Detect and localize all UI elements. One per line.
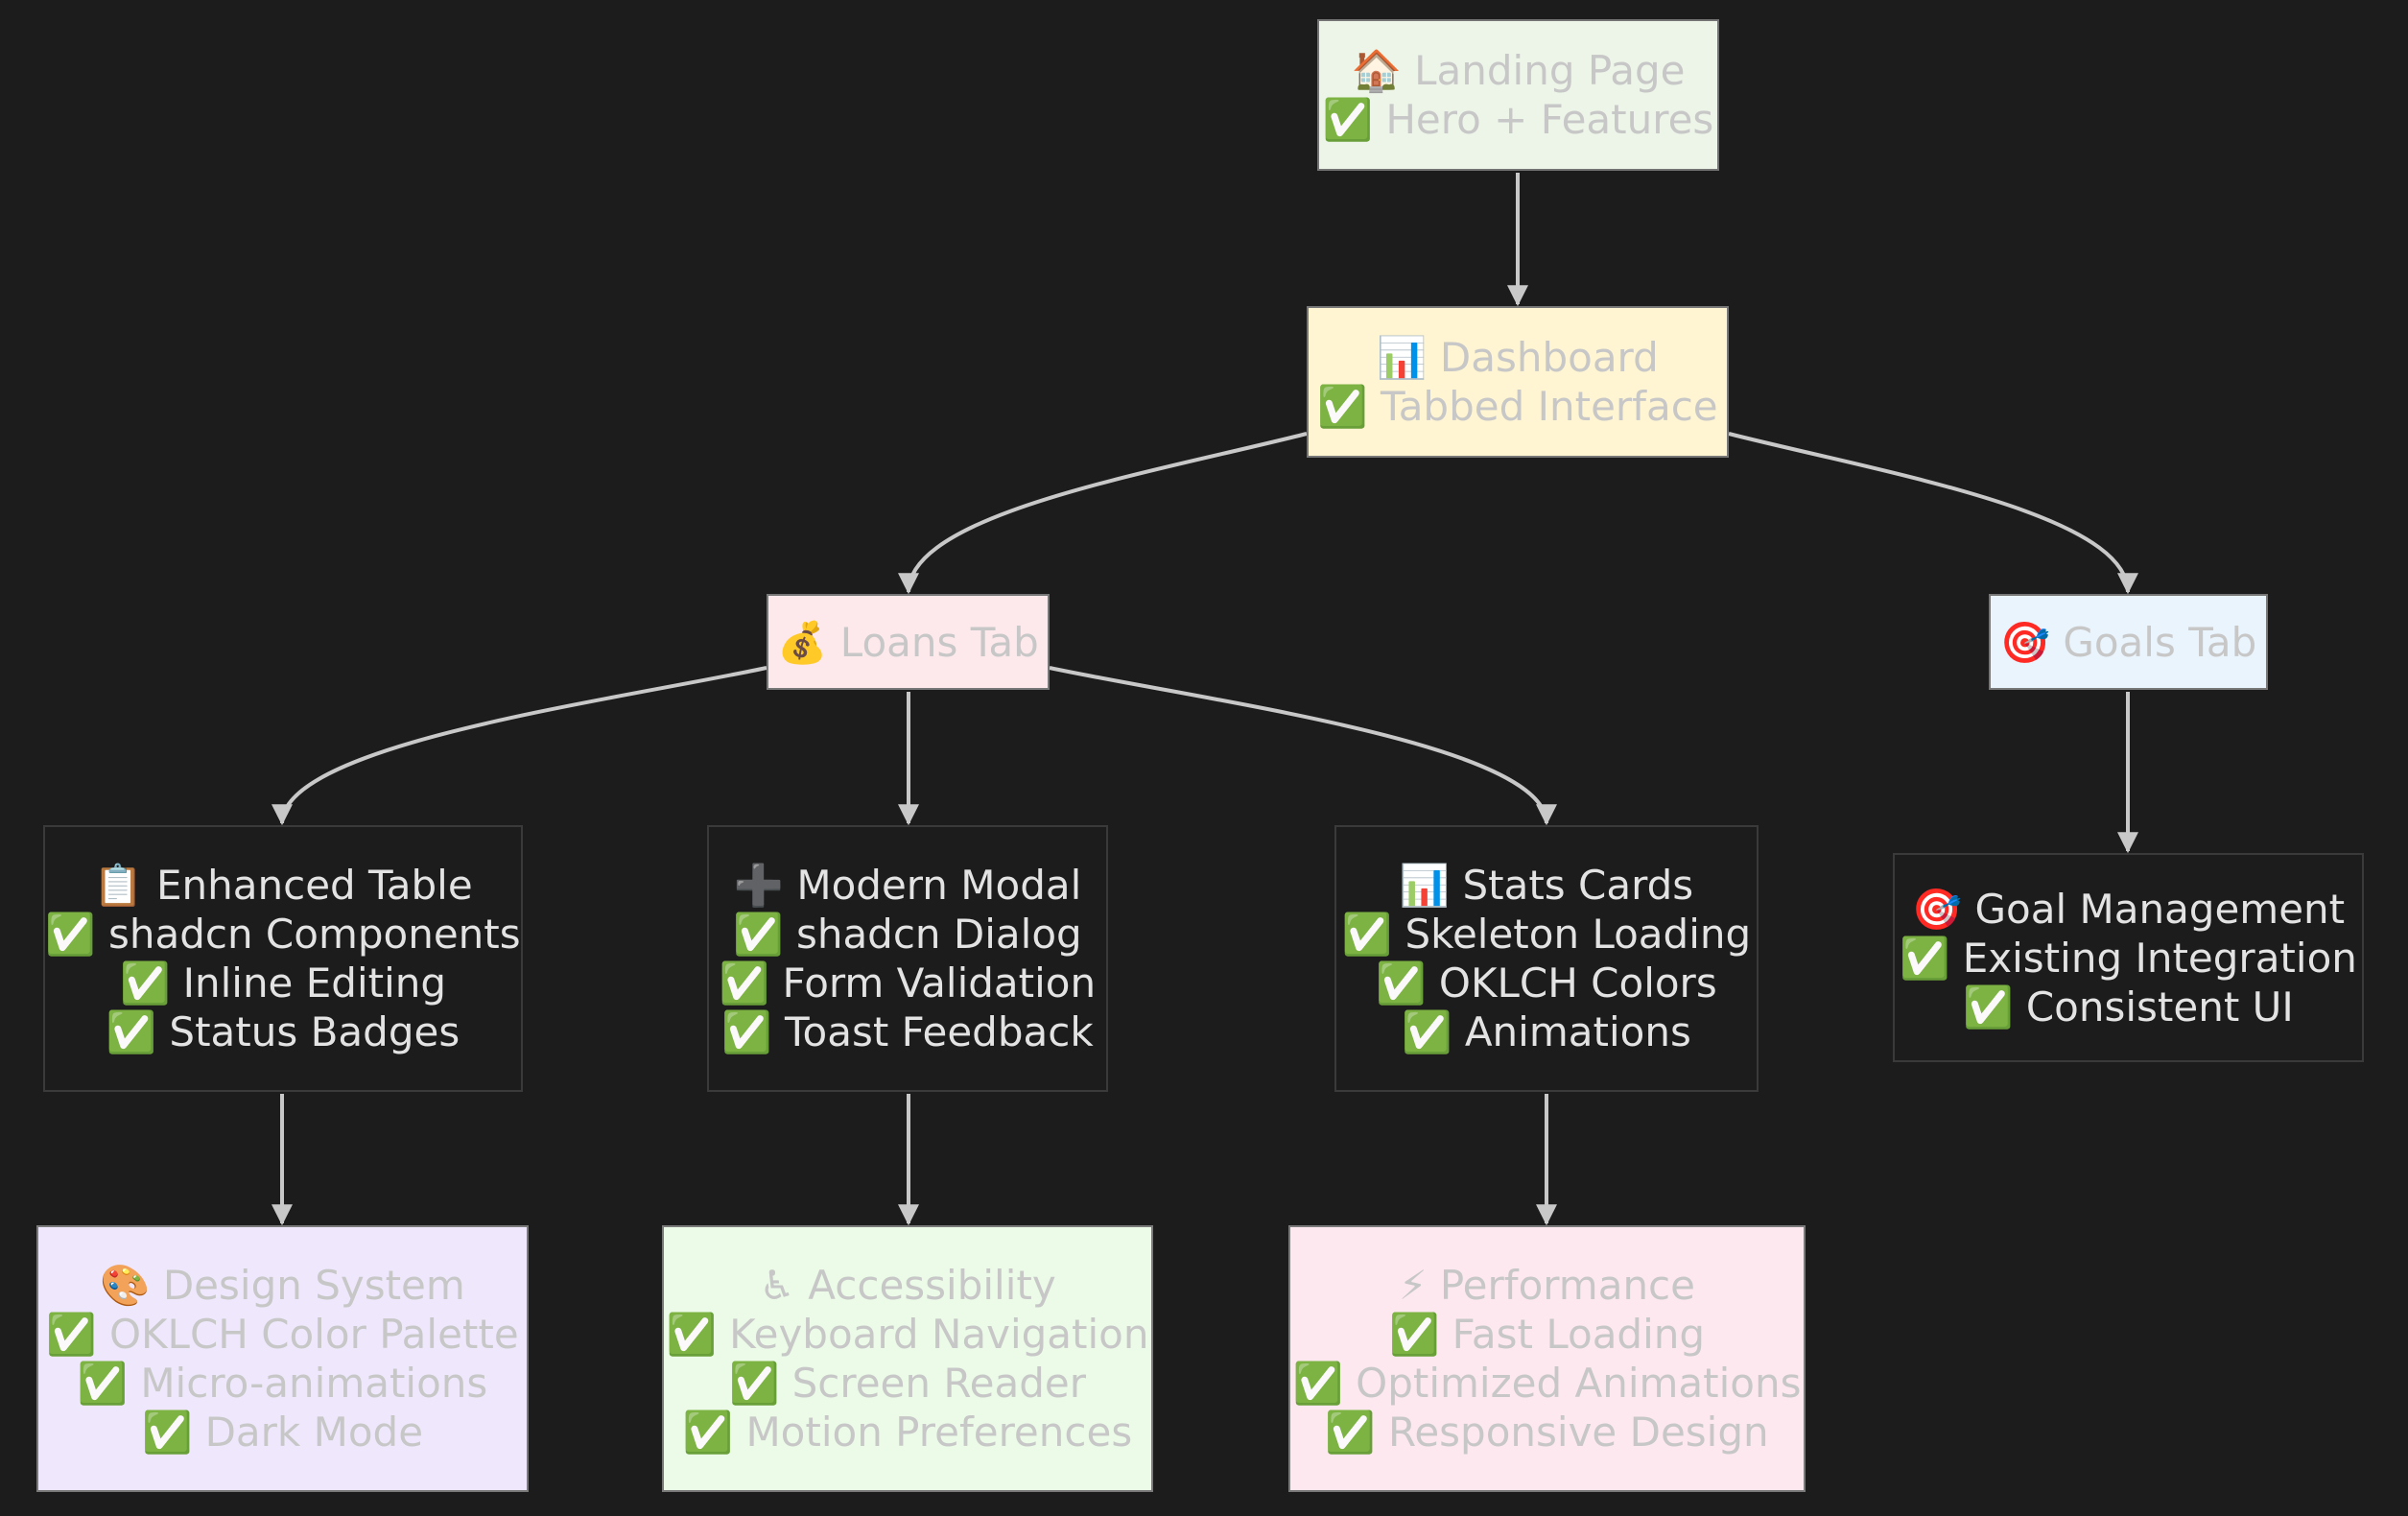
node-label-line: ✅ Status Badges bbox=[106, 1008, 460, 1055]
node-label-line: ✅ Dark Mode bbox=[141, 1409, 424, 1456]
node-label-line: ✅ Fast Loading bbox=[1388, 1311, 1706, 1358]
node-label-line: ✅ Inline Editing bbox=[119, 959, 447, 1007]
goal-management-node[interactable]: 🎯 Goal Management ✅ Existing Integration… bbox=[1893, 853, 2364, 1062]
edge-loans-table bbox=[271, 666, 767, 826]
goals-tab-node[interactable]: 🎯 Goals Tab bbox=[1989, 594, 2268, 690]
node-label-line: ✅ Optimized Animations bbox=[1292, 1360, 1802, 1407]
node-label-line: ✅ Tabbed Interface bbox=[1317, 383, 1718, 430]
node-label-line: 🎯 Goal Management bbox=[1911, 885, 2346, 933]
edge-dashboard-goals bbox=[1728, 432, 2138, 595]
node-label-line: ✅ Screen Reader bbox=[728, 1360, 1087, 1407]
node-label-line: ✅ Hero + Features bbox=[1322, 96, 1714, 143]
node-label-line: ➕ Modern Modal bbox=[733, 862, 1082, 909]
node-label-line: 📊 Dashboard bbox=[1377, 334, 1659, 381]
node-label-line: ♿ Accessibility bbox=[759, 1262, 1056, 1309]
design-system-node[interactable]: 🎨 Design System ✅ OKLCH Color Palette ✅ … bbox=[36, 1225, 529, 1492]
edge-loans-stats bbox=[1049, 666, 1557, 826]
landing-page-node[interactable]: 🏠 Landing Page ✅ Hero + Features bbox=[1317, 19, 1719, 171]
modern-modal-node[interactable]: ➕ Modern Modal ✅ shadcn Dialog ✅ Form Va… bbox=[707, 825, 1108, 1092]
node-label-line: 📊 Stats Cards bbox=[1399, 862, 1694, 909]
node-label-line: ✅ Responsive Design bbox=[1325, 1409, 1769, 1456]
node-label-line: ✅ Consistent UI bbox=[1963, 983, 2294, 1030]
node-label-line: ✅ shadcn Components bbox=[45, 911, 521, 958]
node-label-line: ✅ Motion Preferences bbox=[682, 1409, 1133, 1456]
dashboard-node[interactable]: 📊 Dashboard ✅ Tabbed Interface bbox=[1307, 306, 1729, 458]
node-label-line: 🎯 Goals Tab bbox=[1999, 618, 2257, 666]
node-label-line: 💰 Loans Tab bbox=[777, 618, 1039, 666]
node-label-line: ✅ shadcn Dialog bbox=[733, 911, 1082, 958]
node-label-line: ✅ Existing Integration bbox=[1900, 934, 2357, 982]
node-label-line: ✅ OKLCH Colors bbox=[1376, 959, 1717, 1007]
node-label-line: ✅ Toast Feedback bbox=[721, 1008, 1094, 1055]
stats-cards-node[interactable]: 📊 Stats Cards ✅ Skeleton Loading ✅ OKLCH… bbox=[1334, 825, 1759, 1092]
accessibility-node[interactable]: ♿ Accessibility ✅ Keyboard Navigation ✅ … bbox=[662, 1225, 1153, 1492]
node-label-line: 🏠 Landing Page bbox=[1351, 47, 1686, 94]
node-label-line: 📋 Enhanced Table bbox=[93, 862, 473, 909]
node-label-line: 🎨 Design System bbox=[100, 1262, 465, 1309]
node-label-line: ✅ Form Validation bbox=[719, 959, 1097, 1007]
enhanced-table-node[interactable]: 📋 Enhanced Table ✅ shadcn Components ✅ I… bbox=[43, 825, 523, 1092]
performance-node[interactable]: ⚡ Performance ✅ Fast Loading ✅ Optimized… bbox=[1288, 1225, 1806, 1492]
node-label-line: ✅ OKLCH Color Palette bbox=[46, 1311, 519, 1358]
loans-tab-node[interactable]: 💰 Loans Tab bbox=[767, 594, 1050, 690]
node-label-line: ✅ Animations bbox=[1402, 1008, 1691, 1055]
node-label-line: ✅ Skeleton Loading bbox=[1341, 911, 1752, 958]
node-label-line: ⚡ Performance bbox=[1399, 1262, 1695, 1309]
edge-dashboard-loans bbox=[898, 432, 1308, 595]
node-label-line: ✅ Keyboard Navigation bbox=[666, 1311, 1149, 1358]
node-label-line: ✅ Micro-animations bbox=[77, 1360, 488, 1407]
